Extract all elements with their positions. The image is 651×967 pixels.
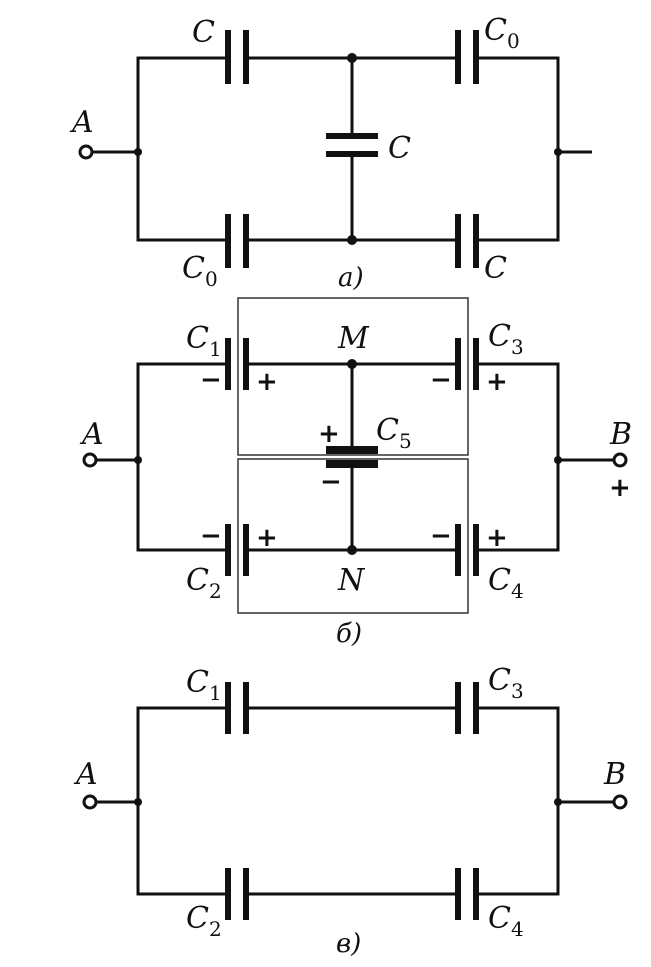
label-c3: C3: [488, 663, 524, 703]
capacitor-c2: [225, 868, 249, 920]
label-a-bottom-right: C: [484, 251, 507, 286]
label-c1: C1: [186, 665, 222, 705]
node-m-dot: [347, 359, 357, 369]
caption-c: в): [336, 929, 361, 959]
terminal-b-right: [612, 452, 628, 468]
terminal-b-left: [82, 452, 98, 468]
terminal-label-b: B: [609, 417, 632, 452]
label-a-top-right: C0: [484, 13, 520, 53]
c2-plus-sign: +: [256, 523, 278, 553]
terminal-label-a: A: [79, 417, 104, 452]
label-c3: C3: [488, 319, 524, 359]
capacitor-c2: [225, 524, 249, 576]
terminal-b-plus-sign: +: [609, 473, 631, 503]
capacitor-a-middle: [326, 133, 378, 157]
terminal-label-a: A: [73, 757, 98, 792]
capacitor-c3: [455, 682, 479, 734]
label-c1: C1: [186, 321, 222, 361]
label-c2: C2: [186, 563, 222, 603]
label-a-middle: C: [388, 131, 411, 166]
caption-b: б): [336, 619, 362, 649]
label-c5: C5: [376, 413, 412, 453]
terminal-a-left: [78, 144, 94, 160]
junction-dot: [347, 235, 357, 245]
region-box-bottom: [237, 458, 469, 614]
junction-dot: [554, 456, 562, 464]
c4-plus-sign: +: [486, 523, 508, 553]
junction-dot: [554, 798, 562, 806]
capacitor-c3: [455, 338, 479, 390]
terminal-label-b: B: [603, 757, 626, 792]
c5-minus-sign: −: [320, 467, 342, 497]
capacitor-c5: [326, 446, 378, 468]
c4-minus-sign: −: [430, 521, 452, 551]
capacitor-a-bottom-left: [225, 214, 249, 268]
node-label-n: N: [337, 563, 366, 598]
capacitor-a-top-right: [455, 30, 479, 84]
label-c4: C4: [488, 901, 524, 941]
diagram-a: A C C0 C C0 C a): [69, 13, 592, 293]
c3-minus-sign: −: [430, 365, 452, 395]
label-c4: C4: [488, 563, 524, 603]
wire-c-bottom: [136, 802, 560, 896]
junction-dot: [554, 148, 562, 156]
capacitor-a-top-left: [225, 30, 249, 84]
c5-plus-sign: +: [318, 419, 340, 449]
wire-c-top: [136, 706, 560, 802]
label-c2: C2: [186, 901, 222, 941]
label-a-bottom-left: C0: [182, 251, 218, 291]
label-a-top-left: C: [192, 15, 215, 50]
junction-dot: [134, 456, 142, 464]
junction-dot: [347, 53, 357, 63]
c2-minus-sign: −: [200, 521, 222, 551]
capacitor-a-bottom-right: [455, 214, 479, 268]
c1-plus-sign: +: [256, 367, 278, 397]
region-box-top: [237, 297, 469, 456]
node-n-dot: [347, 545, 357, 555]
capacitor-c4: [455, 524, 479, 576]
wire-a-bottom: [136, 152, 560, 242]
terminal-c-right: [612, 794, 628, 810]
diagram-b: A B + M N C1 C3 C2 C4 C5 − + − + − + − +…: [79, 297, 632, 649]
c3-plus-sign: +: [486, 367, 508, 397]
node-label-m: M: [337, 321, 370, 356]
terminal-c-left: [82, 794, 98, 810]
capacitor-c4: [455, 868, 479, 920]
capacitor-c1: [225, 338, 249, 390]
junction-dot: [134, 798, 142, 806]
junction-dot: [134, 148, 142, 156]
c1-minus-sign: −: [200, 365, 222, 395]
capacitor-c1: [225, 682, 249, 734]
caption-a: a): [338, 263, 364, 293]
terminal-label-a: A: [69, 105, 94, 140]
diagram-c: A B C1 C3 C2 C4 в): [73, 663, 628, 959]
